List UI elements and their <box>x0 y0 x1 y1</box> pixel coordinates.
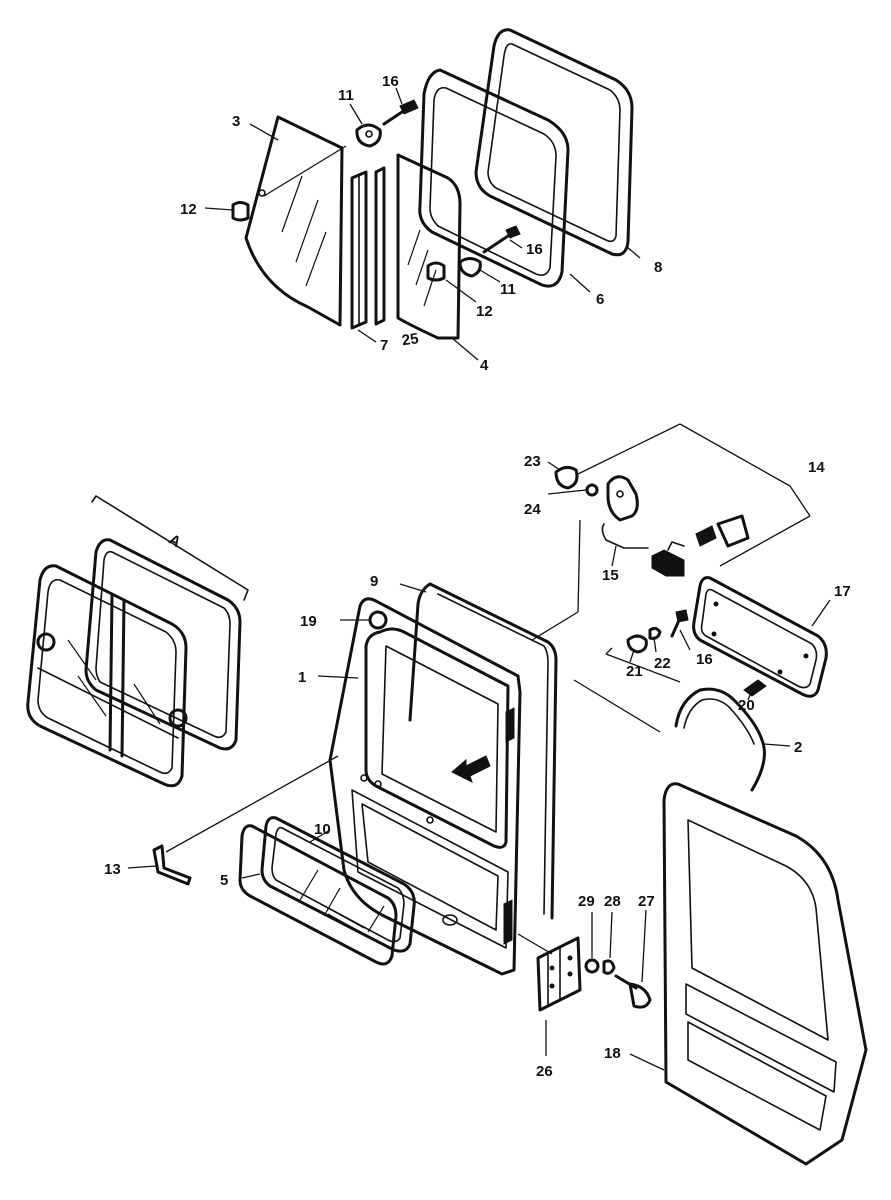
cover-plate <box>692 576 828 698</box>
hinge-bolt <box>614 974 652 1009</box>
callout-8: 8 <box>654 259 662 276</box>
callout-15: 15 <box>602 567 619 584</box>
callout-6: 6 <box>596 291 604 308</box>
callout-14: 14 <box>808 459 825 476</box>
callout-21: 21 <box>626 663 643 680</box>
screw-plate <box>743 679 767 697</box>
door-frame <box>328 597 522 976</box>
callout-11-top: 11 <box>338 87 354 104</box>
callout-12-right: 12 <box>476 303 493 320</box>
callout-19: 19 <box>300 613 317 630</box>
sliding-window-frame <box>418 68 570 288</box>
callout-11-right: 11 <box>500 281 516 298</box>
callout-24: 24 <box>524 501 541 518</box>
callout-26: 26 <box>536 1063 553 1080</box>
nut-top <box>355 123 382 148</box>
lower-window-frame <box>260 816 416 953</box>
callout-4: 4 <box>480 357 489 374</box>
direction-arrow <box>451 755 491 783</box>
lock-bracket <box>152 844 192 886</box>
callout-9: 9 <box>370 573 378 590</box>
outer-door-skin <box>662 782 868 1166</box>
door-weather-seal <box>408 582 558 920</box>
thin-seal-strip <box>374 166 386 326</box>
lower-leaders <box>127 423 831 1071</box>
handle-knob <box>554 465 579 490</box>
door-lock-set <box>601 475 750 577</box>
callout-22: 22 <box>654 655 671 672</box>
callout-25: 25 <box>401 330 420 349</box>
front-glass-pane <box>244 115 344 327</box>
callout-13: 13 <box>104 861 121 878</box>
callout-29: 29 <box>578 893 595 910</box>
latch-right <box>426 261 446 282</box>
callout-16-right: 16 <box>526 241 543 258</box>
callout-10: 10 <box>314 821 331 838</box>
hinge-lock-washer <box>602 959 616 975</box>
outer-rubber-seal <box>474 28 634 257</box>
callout-28: 28 <box>604 893 621 910</box>
callout-16-top: 16 <box>382 73 399 90</box>
hinge-washer <box>584 958 600 974</box>
callout-17: 17 <box>834 583 851 600</box>
channel-strip <box>350 170 368 330</box>
callout-27: 27 <box>638 893 655 910</box>
spring-washer <box>648 626 662 640</box>
nut-right <box>458 257 482 278</box>
callout-2: 2 <box>794 739 802 756</box>
assembly-bracket <box>91 495 249 601</box>
callout-1: 1 <box>298 669 306 686</box>
sliding-glass-pane <box>396 153 462 340</box>
nut-small <box>626 634 648 654</box>
grab-handle <box>674 687 766 792</box>
bolt-right <box>482 225 521 254</box>
callout-20: 20 <box>738 697 755 714</box>
callout-labels: 1 2 3 4 5 6 7 8 9 10 11 11 12 12 13 14 1… <box>104 73 851 1080</box>
lower-glass-pane <box>238 824 398 966</box>
hinge <box>536 936 582 1012</box>
callout-7: 7 <box>380 337 388 354</box>
callout-23: 23 <box>524 453 541 470</box>
callout-12-left: 12 <box>180 201 197 218</box>
callout-18: 18 <box>604 1045 621 1062</box>
upper-leaders <box>204 87 641 361</box>
latch-left <box>231 201 250 222</box>
callout-5: 5 <box>220 872 228 889</box>
bolt-handle <box>670 609 689 638</box>
callout-16-handle: 16 <box>696 651 713 668</box>
bolt-top <box>382 99 419 126</box>
washer <box>585 483 599 497</box>
callout-3: 3 <box>232 113 240 130</box>
sliding-window-assembly <box>26 538 242 788</box>
